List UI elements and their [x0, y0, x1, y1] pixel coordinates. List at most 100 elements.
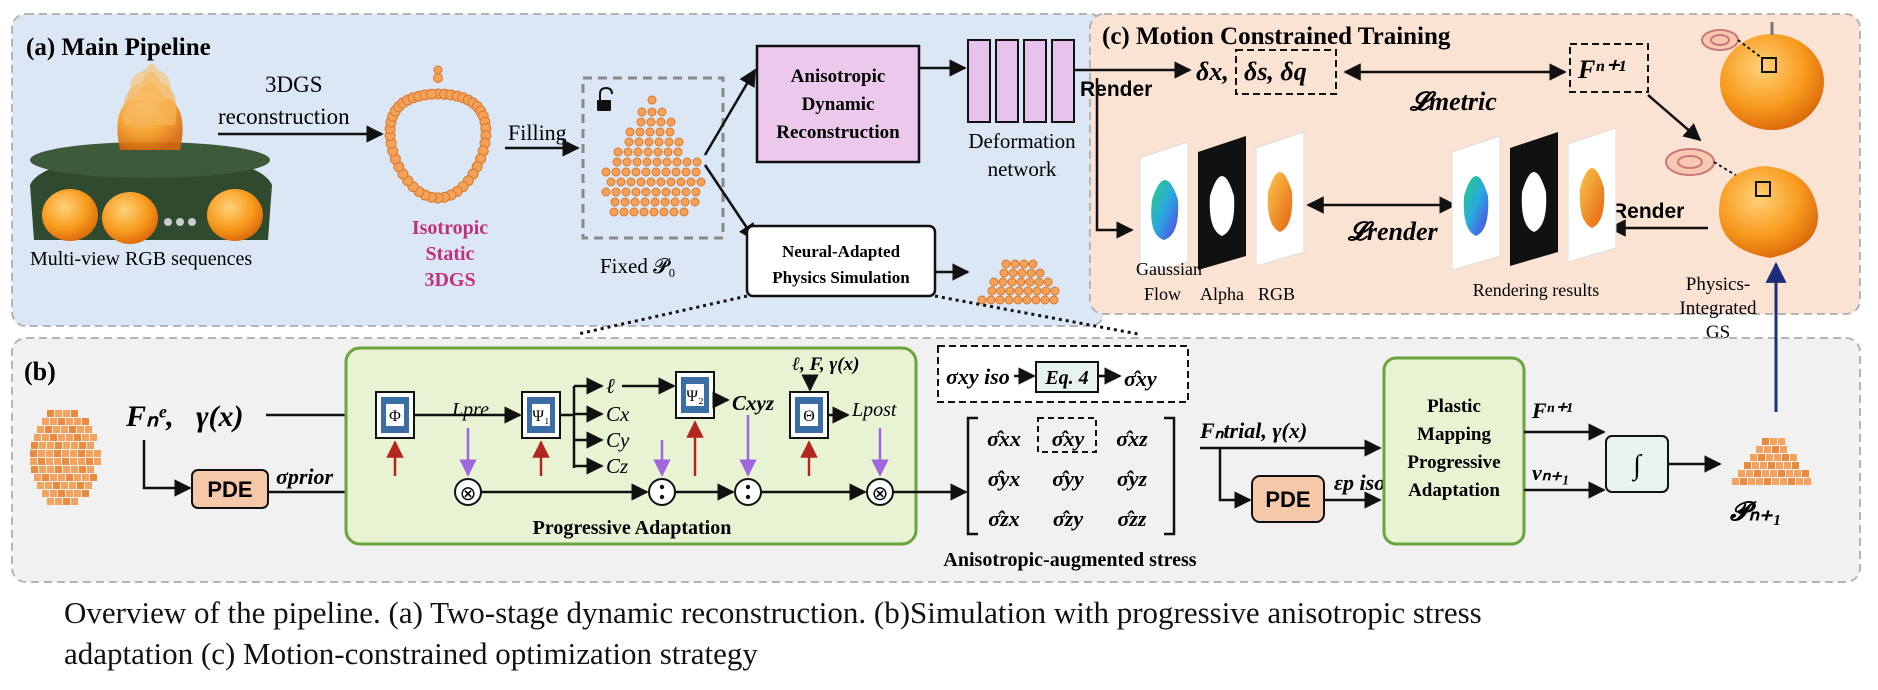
particle [1010, 259, 1020, 269]
particle [433, 65, 443, 75]
fn-e-label: Fₙᵉ, [125, 400, 174, 433]
matrix-cell: σ̂yx [988, 466, 1021, 491]
voxel [61, 426, 68, 433]
particle [662, 157, 672, 167]
matrix-cell: σ̂yz [1117, 466, 1148, 491]
voxel [66, 418, 73, 425]
psi1-network-icon [521, 391, 561, 439]
rendering-results-label: Rendering results [1473, 280, 1599, 300]
particle [425, 88, 437, 100]
voxel [79, 442, 86, 449]
particle [659, 207, 669, 217]
particle [636, 117, 646, 127]
sigma-iso-xy-label: σxy iso [946, 364, 1010, 389]
particle [1019, 259, 1029, 269]
voxel [1762, 438, 1769, 445]
panel-a-title: (a) Main Pipeline [26, 34, 211, 61]
voxel [1770, 438, 1777, 445]
voxel [1772, 446, 1779, 453]
particle [987, 286, 997, 296]
eq4-label: Eq. 4 [1044, 367, 1088, 389]
voxel [82, 434, 89, 441]
particle [1034, 277, 1044, 287]
voxel [79, 466, 86, 473]
voxel [38, 450, 45, 457]
particle [681, 187, 691, 197]
voxel [1774, 454, 1781, 461]
particle [639, 207, 649, 217]
particle [641, 167, 651, 177]
svg-text:⊗: ⊗ [460, 483, 477, 505]
voxel [39, 466, 46, 473]
voxel [30, 450, 37, 457]
particle [999, 268, 1009, 278]
voxel [1802, 470, 1809, 477]
particle [611, 187, 621, 197]
particle [433, 73, 443, 83]
phi-network-icon [375, 391, 415, 439]
voxel [42, 418, 49, 425]
cz-label: Cz [606, 454, 628, 478]
particle [624, 137, 634, 147]
matrix-cell: σ̂yy [1052, 466, 1084, 491]
particle [631, 167, 641, 177]
voxel [50, 434, 57, 441]
arrow-f-to-render [1647, 94, 1702, 142]
particle [673, 147, 683, 157]
matrix-cell: σ̂xz [1116, 426, 1148, 451]
voxel [77, 426, 84, 433]
cx-label: Cx [606, 402, 630, 426]
voxel [54, 450, 61, 457]
arrow-to-adr [703, 68, 757, 156]
naps-box [745, 224, 937, 298]
voxel [1764, 446, 1771, 453]
particle [611, 167, 621, 177]
naps-line2: Physics Simulation [772, 268, 910, 287]
particle [629, 207, 639, 217]
stress-matrix [966, 416, 1176, 536]
particle [1023, 286, 1033, 296]
gaussian-flow-label-1: Gaussian [1136, 259, 1202, 279]
particle [1014, 286, 1024, 296]
voxel [1754, 470, 1761, 477]
phys-line1: Physics- [1686, 274, 1750, 295]
iso-label-3: 3DGS [424, 269, 475, 291]
progressive-adaptation-box [344, 346, 918, 546]
particle [630, 197, 640, 207]
particle [691, 187, 701, 197]
voxel [50, 490, 57, 497]
arrow-to-pde [142, 440, 192, 497]
result-alpha-image [1510, 132, 1558, 266]
voxel [58, 418, 65, 425]
particle [1043, 277, 1053, 287]
voxel [1756, 478, 1763, 485]
naps-line1: Neural-Adapted [782, 242, 901, 261]
gaussian-flow-image [1139, 141, 1189, 277]
particle [1050, 286, 1060, 296]
voxel [66, 490, 73, 497]
matrix-cell: σ̂xy [1052, 426, 1085, 451]
particle [633, 147, 643, 157]
voxel [63, 498, 70, 505]
voxel [63, 442, 70, 449]
simulated-particles-pile [977, 259, 1060, 305]
voxel [55, 466, 62, 473]
matrix-cell: σ̂zx [988, 506, 1019, 531]
particle [1026, 268, 1036, 278]
voxel [1738, 470, 1745, 477]
alpha-label: Alpha [1200, 284, 1244, 304]
voxel [58, 434, 65, 441]
particle [671, 167, 681, 177]
particle [671, 187, 681, 197]
p-next-label: 𝓟ₙ₊₁ [1730, 497, 1782, 526]
eps-p-label: εp iso [1334, 470, 1385, 495]
voxel [50, 474, 57, 481]
particle [601, 187, 611, 197]
adr-box [755, 44, 921, 164]
particle [669, 207, 679, 217]
voxel [1790, 454, 1797, 461]
particle [1004, 295, 1014, 305]
voxel [45, 482, 52, 489]
particle [1008, 268, 1018, 278]
particle [645, 127, 655, 137]
